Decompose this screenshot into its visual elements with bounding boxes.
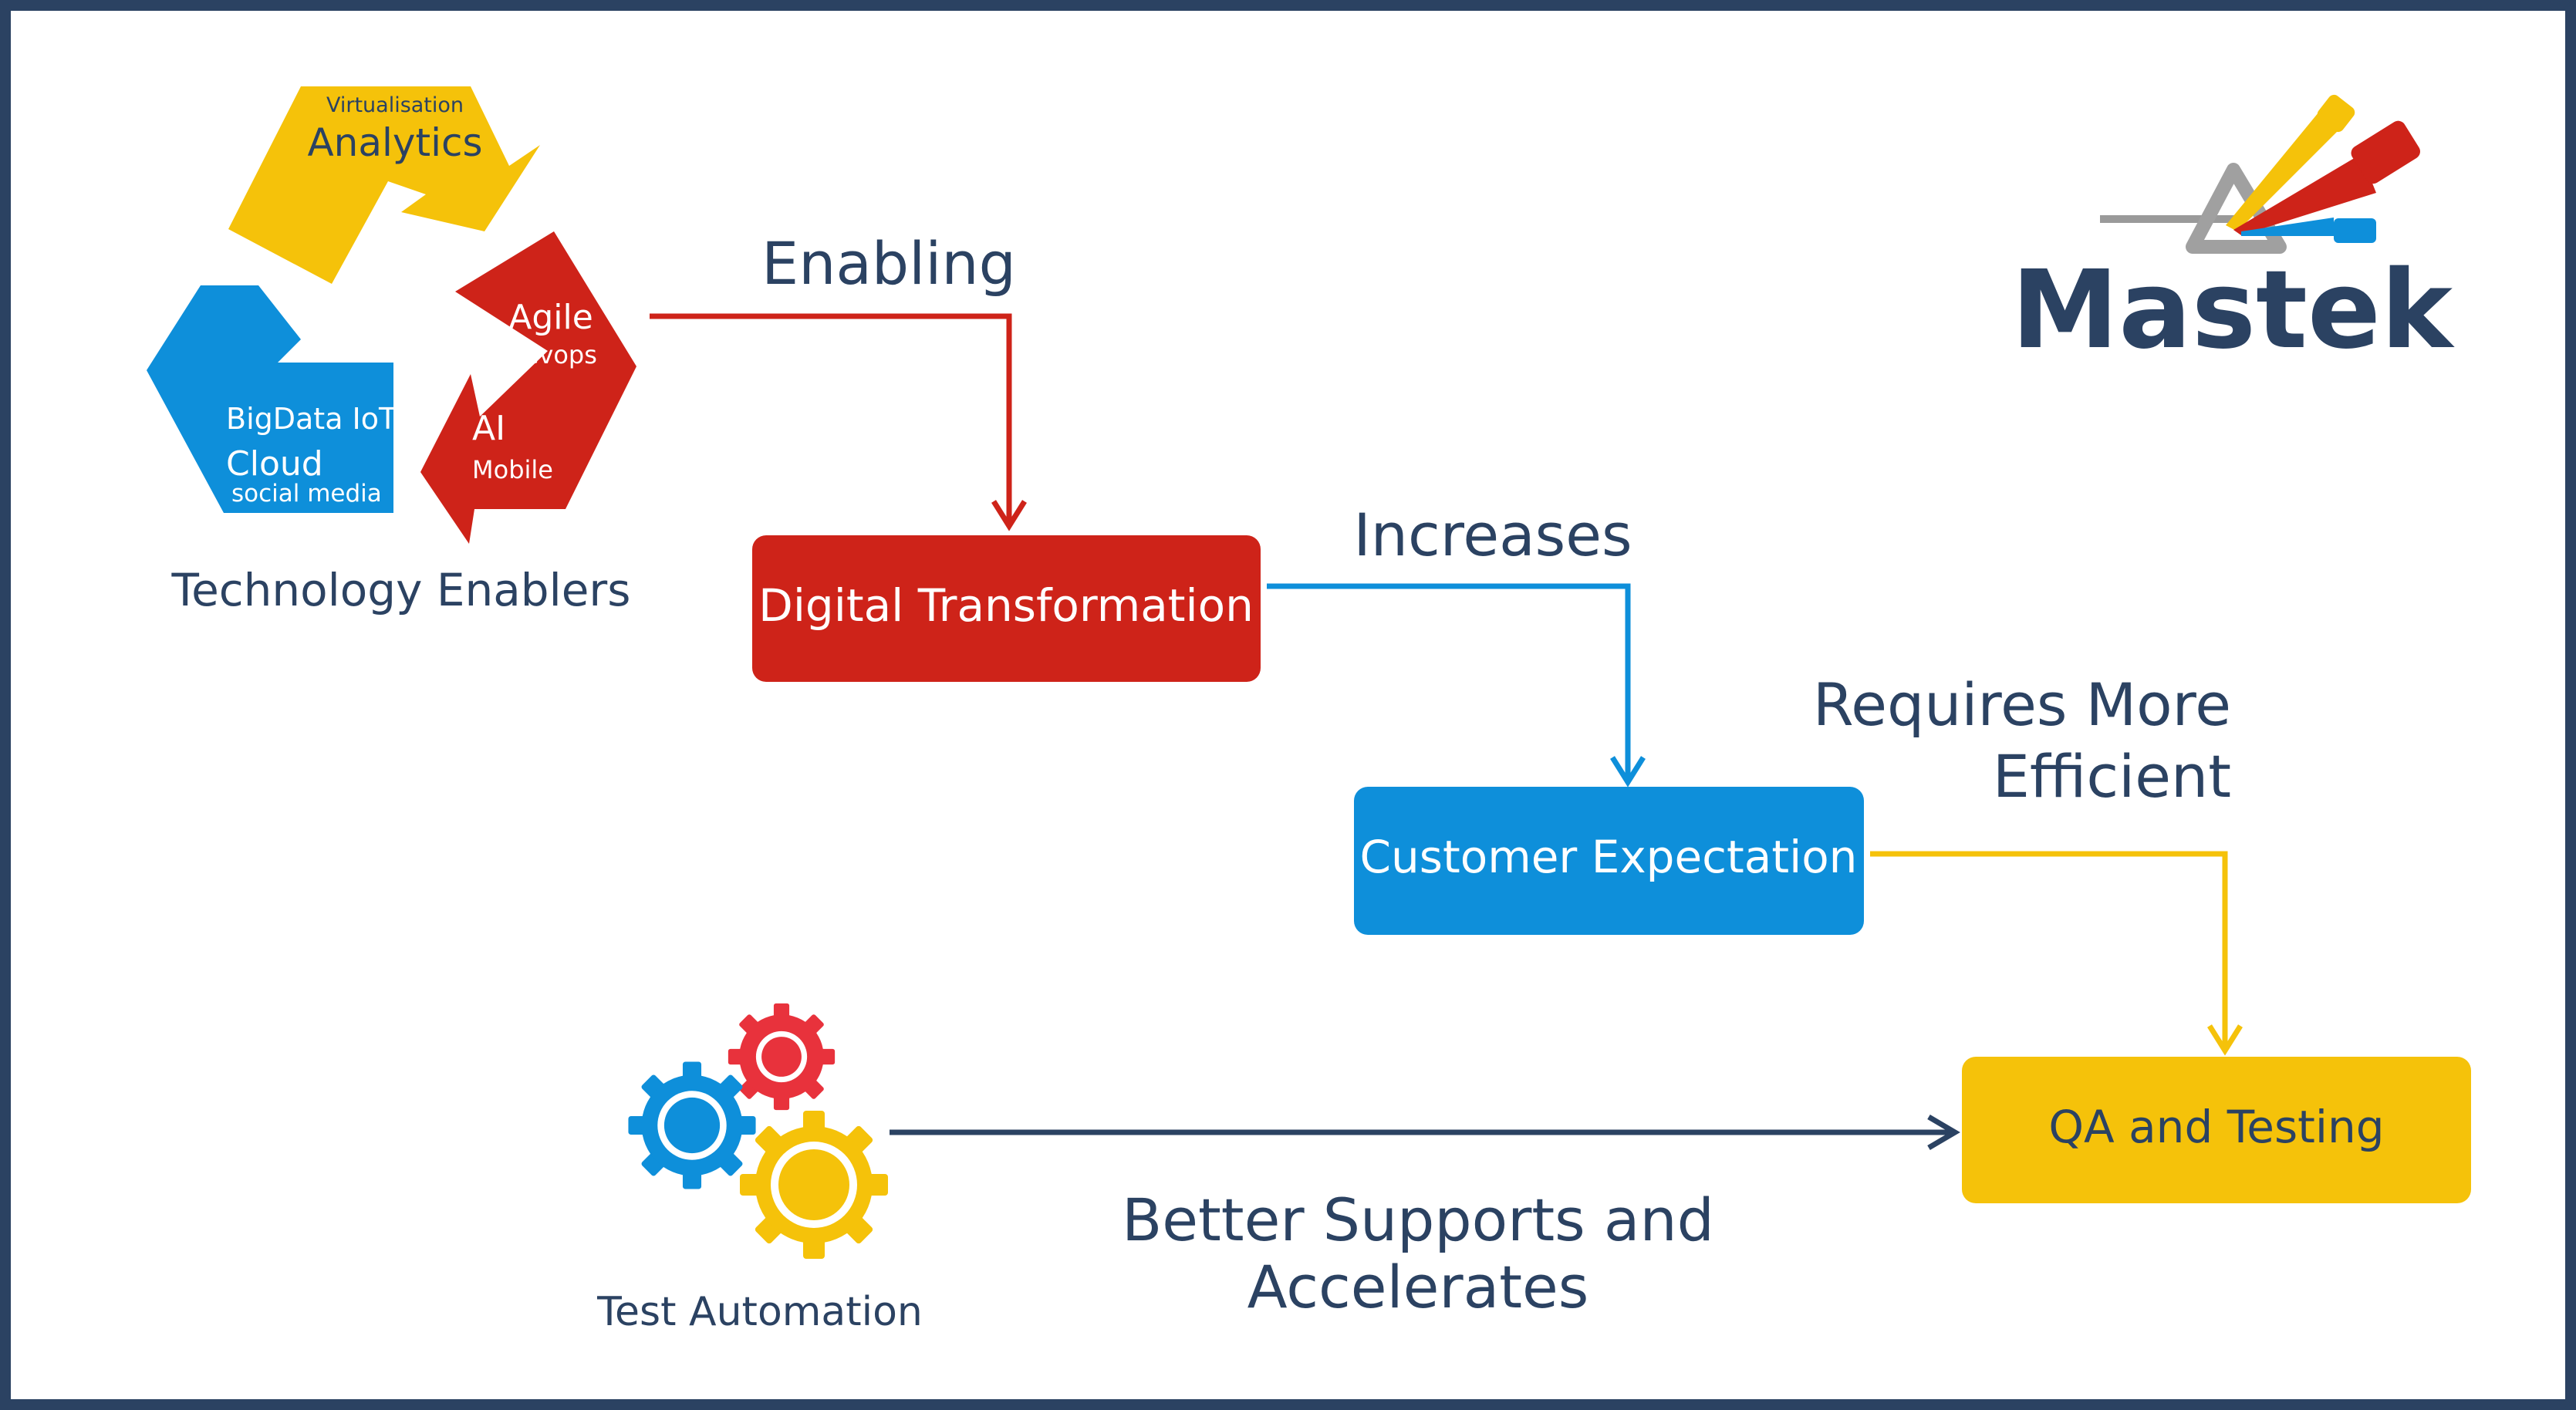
increases-label: Increases [1353,501,1632,569]
logo-blue-tip [2334,218,2376,243]
ai-label: AI [472,409,505,448]
blue-gear-icon [628,1061,756,1189]
logo-wordmark: Mastek [2011,248,2455,373]
requires-label-line1: Requires More [1813,670,2231,739]
better-supports-label-line2: Accelerates [1247,1253,1589,1321]
better-supports-arrowhead [1927,1114,1960,1151]
qa-testing-label: QA and Testing [2048,1101,2384,1153]
qa-testing-box [1962,1057,2471,1203]
logo-yellow-ray [2226,108,2345,231]
red-gear-icon [728,1003,836,1111]
virtualisation-label: Virtualisation [326,93,464,117]
mastek-logo: Mastek [2011,94,2455,373]
customer-expectation-label: Customer Expectation [1360,831,1858,883]
customer-expectation-box [1354,787,1864,935]
logo-blue-ray [2241,218,2334,236]
agile-label: Agile [508,298,593,337]
increases-arrowhead [1610,756,1646,788]
yellow-gear-icon [740,1111,888,1259]
devops-label: Devops [505,340,597,369]
logo-yellow-tip [2317,94,2355,133]
requires-label-line2: Efficient [1993,742,2231,811]
enabling-arrowhead [991,500,1027,531]
better-supports-label-line1: Better Supports and [1122,1186,1714,1254]
gears-icon [628,1003,888,1259]
requires-connector [1870,851,2228,1047]
enabling-label: Enabling [761,229,1016,298]
technology-enablers-icon [147,86,636,544]
cloud-bigdata-arrow [147,285,393,513]
digital-transformation-box [752,535,1261,682]
bigdata-iot-label: BigData IoT [226,402,397,436]
requires-arrowhead [2207,1024,2243,1056]
digital-transformation-label: Digital Transformation [758,579,1254,632]
social-media-label: social media [231,480,382,508]
test-automation-caption: Test Automation [596,1289,923,1335]
technology-enablers-caption: Technology Enablers [171,564,631,616]
mobile-label: Mobile [472,455,553,484]
analytics-arrow [228,86,540,284]
cloud-label: Cloud [226,444,323,484]
logo-red-tip [2351,120,2420,184]
logo-red-ray [2233,154,2376,235]
enabling-connector [650,313,1012,525]
agile-ai-arrow [420,231,636,544]
analytics-label: Analytics [307,120,482,165]
increases-connector [1267,583,1631,779]
